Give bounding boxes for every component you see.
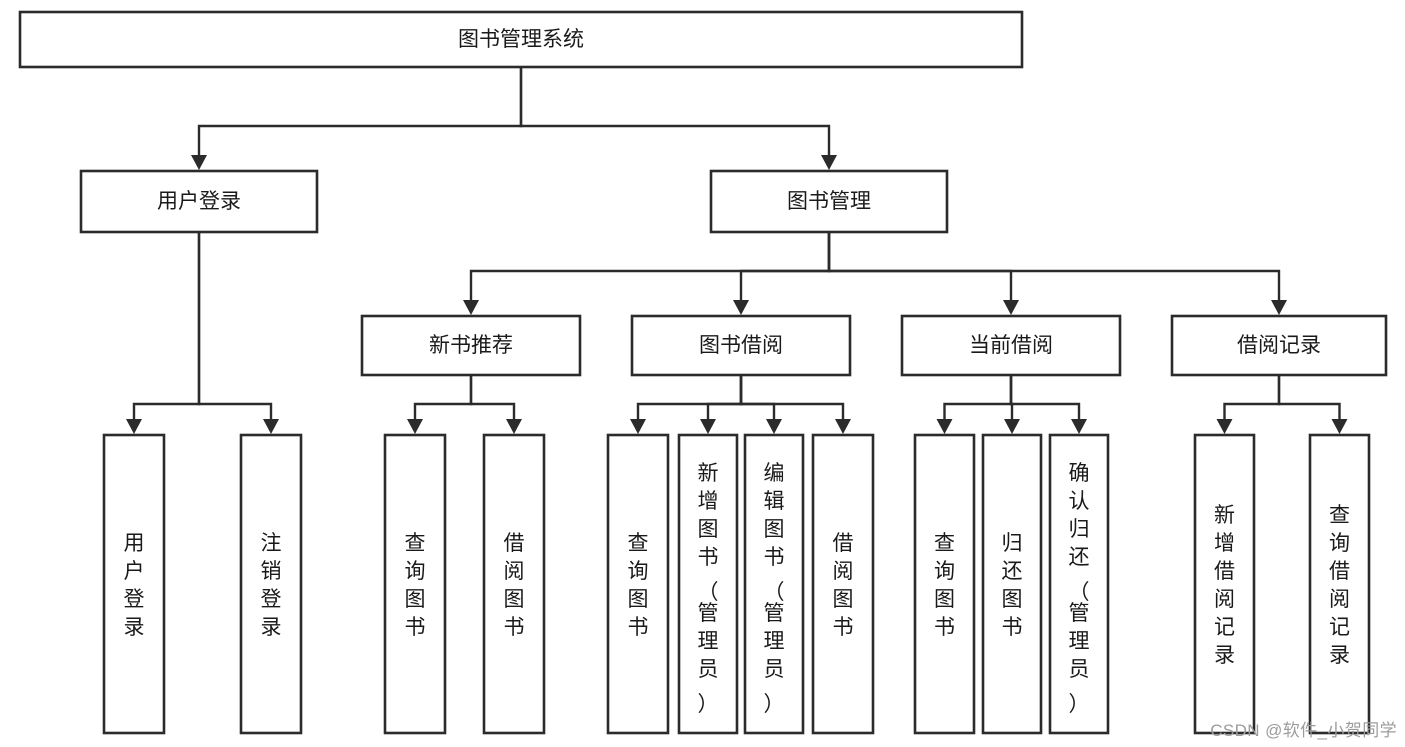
node-label: 归还图书 [1002,532,1023,639]
node-label: 新增借阅记录 [1214,504,1235,667]
arrow-head-icon [191,155,207,170]
node-用户登录-l1a[interactable]: 用户登录 [79,169,319,234]
arrow-head-icon [1003,300,1019,315]
node-查询借阅记录-leaf13[interactable]: 查询借阅记录 [1308,433,1371,735]
node-用户登录-leaf1[interactable]: 用户登录 [102,433,166,735]
connector-l2b-to-leaf8 [739,375,851,434]
node-label: 查询借阅记录 [1329,504,1350,667]
node-box[interactable] [239,433,303,735]
node-编辑图书管理员-leaf7[interactable]: 编辑图书（管理员） [743,433,805,735]
connector-l2a-to-leaf4 [469,375,522,434]
node-box[interactable] [1308,433,1371,735]
connector-root-to-l1b [519,67,837,170]
node-label: 新增图书（管理员） [698,462,719,716]
node-归还图书-leaf10[interactable]: 归还图书 [981,433,1043,735]
connector-l1b-to-l2b [733,232,831,315]
connector-l1b-to-l2a [463,232,831,315]
arrow-head-icon [1004,419,1020,434]
node-box[interactable] [811,433,875,735]
node-box[interactable] [981,433,1043,735]
node-label: 用户登录 [157,190,241,213]
node-label: 借阅图书 [504,532,525,639]
connector-l1a-to-leaf2 [197,232,279,434]
connector-l2d-to-leaf13 [1277,375,1348,434]
node-图书管理-l1b[interactable]: 图书管理 [709,169,949,234]
node-label: 查询图书 [405,532,426,639]
node-box[interactable] [709,169,949,234]
node-label: 注销登录 [261,532,282,639]
node-box[interactable] [1048,433,1110,735]
watermark-label: CSDN @软件_小贺同学 [1210,721,1397,740]
node-label: 借阅记录 [1237,334,1321,357]
connector-l2c-to-leaf9 [936,375,1013,434]
node-box[interactable] [102,433,166,735]
node-box[interactable] [1170,314,1388,377]
node-box[interactable] [743,433,805,735]
connector-l2a-to-leaf3 [407,375,473,434]
arrow-head-icon [766,419,782,434]
node-label: 查询图书 [628,532,649,639]
node-确认归还管理员-leaf11[interactable]: 确认归还（管理员） [1048,433,1110,735]
arrow-head-icon [263,419,279,434]
connector-l1b-to-l2c [827,232,1019,315]
node-查询图书-leaf9[interactable]: 查询图书 [913,433,976,735]
node-借阅图书-leaf4[interactable]: 借阅图书 [482,433,546,735]
node-查询图书-leaf5[interactable]: 查询图书 [606,433,670,735]
nodes-layer: 图书管理系统用户登录图书管理新书推荐图书借阅当前借阅借阅记录用户登录注销登录查询… [18,10,1388,735]
node-label: 借阅图书 [833,532,854,639]
node-图书管理系统-root[interactable]: 图书管理系统 [18,10,1024,69]
arrow-head-icon [835,419,851,434]
connector-root-to-l1a [191,67,523,170]
arrow-head-icon [821,155,837,170]
node-label: 编辑图书（管理员） [764,462,785,716]
arrow-head-icon [1216,419,1233,434]
node-label: 新书推荐 [429,334,513,357]
node-label: 图书管理系统 [458,28,584,51]
node-查询图书-leaf3[interactable]: 查询图书 [383,433,447,735]
node-box[interactable] [630,314,852,377]
node-box[interactable] [360,314,582,377]
arrow-head-icon [1331,419,1348,434]
connectors-layer [126,67,1348,434]
arrow-head-icon [700,419,716,434]
node-label: 当前借阅 [969,334,1053,357]
node-label: 确认归还（管理员） [1069,462,1090,716]
arrow-head-icon [630,419,646,434]
node-box[interactable] [482,433,546,735]
arrow-head-icon [407,419,423,434]
node-label: 图书管理 [787,190,871,213]
node-box[interactable] [383,433,447,735]
node-label: 用户登录 [124,532,145,639]
arrow-head-icon [463,300,479,315]
arrow-head-icon [1071,419,1087,434]
node-box[interactable] [677,433,739,735]
node-box[interactable] [18,10,1024,69]
node-box[interactable] [79,169,319,234]
connector-l1a-to-leaf1 [126,232,201,434]
connector-l1b-to-l2d [827,232,1287,315]
node-借阅记录-l2d[interactable]: 借阅记录 [1170,314,1388,377]
node-box[interactable] [913,433,976,735]
node-box[interactable] [606,433,670,735]
node-当前借阅-l2c[interactable]: 当前借阅 [900,314,1122,377]
connector-l2d-to-leaf12 [1216,375,1281,434]
connector-l2c-to-leaf11 [1009,375,1087,434]
arrow-head-icon [936,419,953,434]
arrow-head-icon [733,300,749,315]
arrow-head-icon [506,419,522,434]
node-新增借阅记录-leaf12[interactable]: 新增借阅记录 [1193,433,1256,735]
node-label: 查询图书 [934,532,955,639]
node-图书借阅-l2b[interactable]: 图书借阅 [630,314,852,377]
node-box[interactable] [900,314,1122,377]
node-新书推荐-l2a[interactable]: 新书推荐 [360,314,582,377]
node-新增图书管理员-leaf6[interactable]: 新增图书（管理员） [677,433,739,735]
node-label: 图书借阅 [699,334,783,357]
node-借阅图书-leaf8[interactable]: 借阅图书 [811,433,875,735]
node-注销登录-leaf2[interactable]: 注销登录 [239,433,303,735]
node-box[interactable] [1193,433,1256,735]
arrow-head-icon [1271,300,1287,315]
arrow-head-icon [126,419,142,434]
